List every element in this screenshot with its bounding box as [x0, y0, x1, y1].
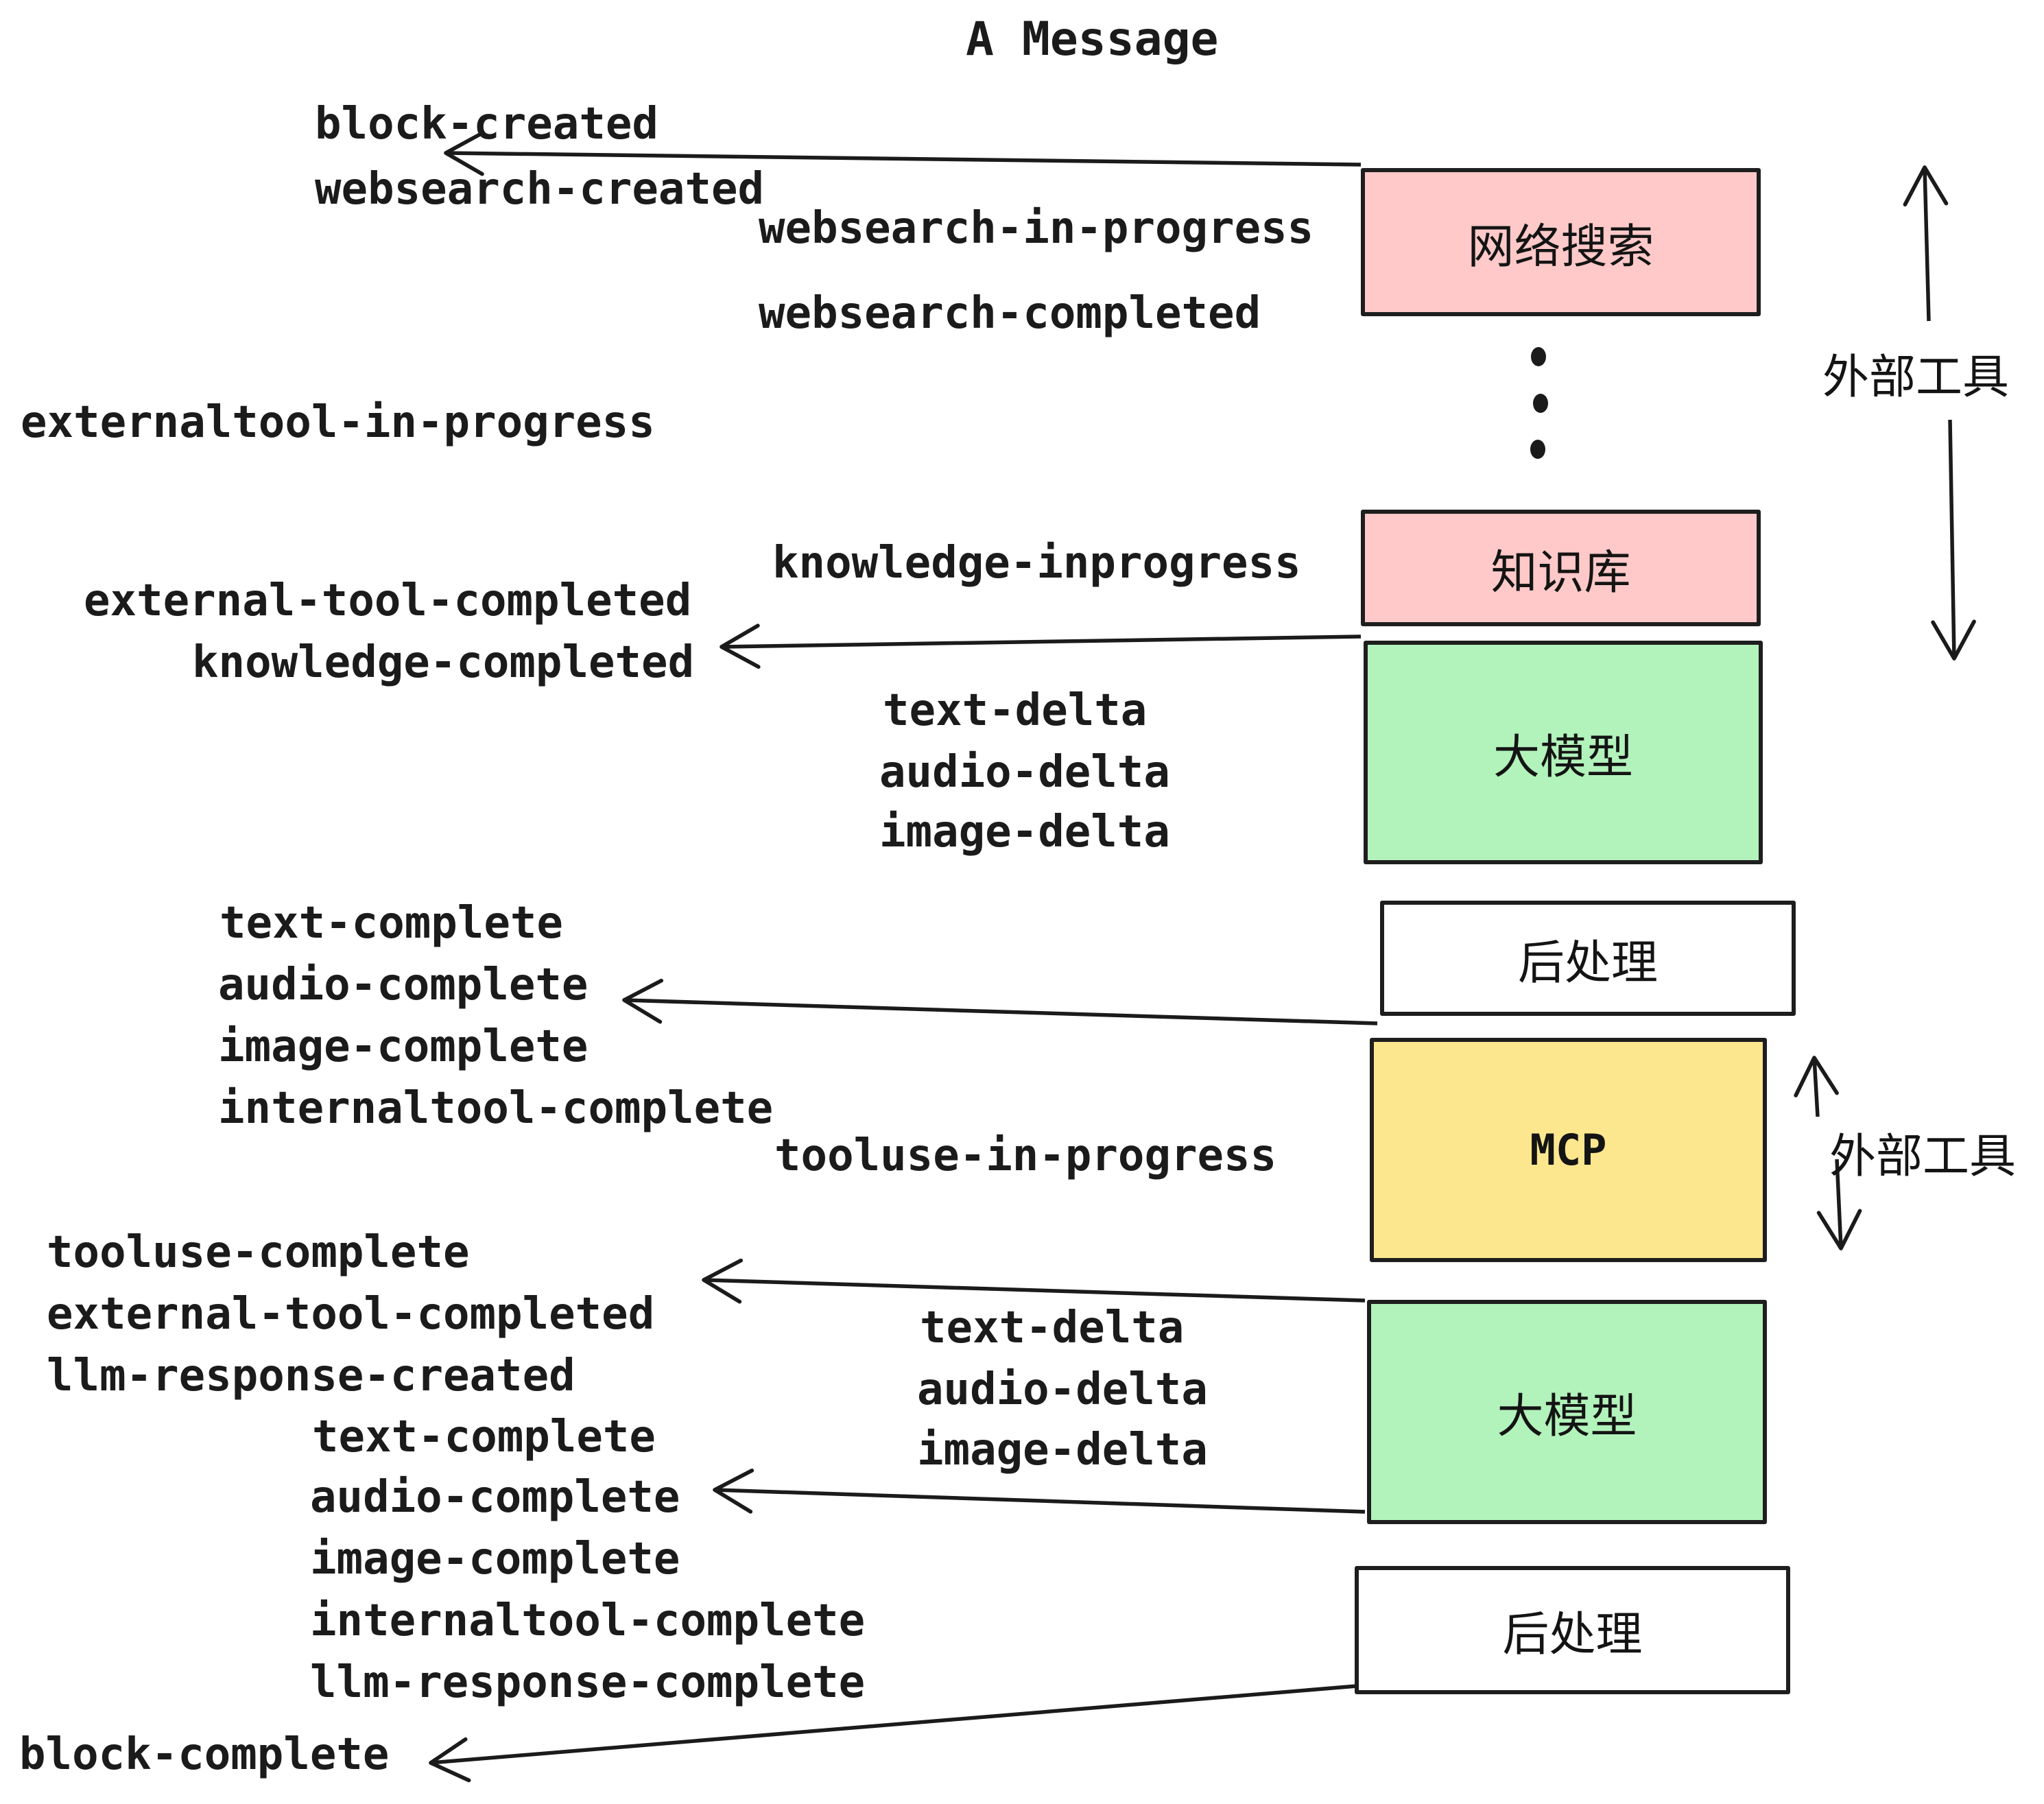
knowledge-base-box-label: 知识库	[1490, 545, 1631, 600]
event-image-delta-1: image-delta	[879, 807, 1170, 857]
event-image-delta-2: image-delta	[917, 1425, 1208, 1475]
event-image-complete-1: image-complete	[218, 1021, 589, 1072]
event-knowledge-completed: knowledge-completed	[192, 637, 695, 688]
arrow-to-websearch-created	[444, 130, 1362, 176]
llm-box-2-label: 大模型	[1497, 1390, 1637, 1444]
event-external-tool-completed-1: external-tool-completed	[84, 575, 692, 626]
event-websearch-in-progress: websearch-in-progress	[759, 203, 1314, 254]
event-externaltool-in-progress: externaltool-in-progress	[21, 397, 655, 448]
event-websearch-completed: websearch-completed	[759, 288, 1261, 339]
event-text-delta-2: text-delta	[920, 1303, 1185, 1353]
llm-box-1: 大模型	[1364, 641, 1763, 864]
event-websearch-created: websearch-created	[315, 164, 765, 215]
websearch-box-label: 网络搜索	[1467, 219, 1654, 274]
post-processing-box-2: 后处理	[1355, 1566, 1790, 1694]
post-processing-box-1: 后处理	[1380, 901, 1796, 1016]
arrow-to-tooluse-complete	[702, 1258, 1366, 1304]
event-text-complete-2: text-complete	[312, 1412, 656, 1462]
llm-box-1-label: 大模型	[1493, 730, 1633, 785]
event-text-complete-1: text-complete	[219, 898, 563, 949]
knowledge-base-box: 知识库	[1361, 510, 1761, 626]
external-tools-label-top: 外部工具	[1822, 351, 2010, 405]
external-tools-label-bottom: 外部工具	[1829, 1130, 2017, 1184]
external-tools-up-arrow-2	[1794, 1056, 1839, 1117]
websearch-box: 网络搜索	[1361, 168, 1761, 316]
external-tools-down-arrow-1	[1931, 419, 1976, 661]
event-internaltool-complete-1: internaltool-complete	[218, 1083, 774, 1134]
post-processing-box-2-label: 后处理	[1502, 1608, 1643, 1662]
event-external-tool-completed-2: external-tool-completed	[47, 1289, 655, 1340]
arrow-to-audio-complete	[713, 1468, 1366, 1514]
event-text-delta-1: text-delta	[883, 685, 1148, 736]
mcp-box: MCP	[1370, 1038, 1767, 1262]
diagram-title: A Message	[966, 12, 1219, 67]
llm-box-2: 大模型	[1367, 1300, 1767, 1524]
event-llm-response-created: llm-response-created	[47, 1351, 575, 1401]
arrow-to-image-complete	[622, 978, 1378, 1025]
event-internaltool-complete-2: internaltool-complete	[310, 1595, 866, 1646]
event-block-complete: block-complete	[19, 1729, 390, 1780]
event-audio-complete-1: audio-complete	[218, 960, 589, 1010]
arrow-to-knowledge-completed	[720, 624, 1362, 669]
event-tooluse-in-progress: tooluse-in-progress	[774, 1130, 1277, 1181]
mcp-box-label: MCP	[1530, 1125, 1607, 1175]
event-audio-delta-1: audio-delta	[879, 747, 1170, 798]
event-block-created: block-created	[315, 99, 658, 150]
ellipsis-dots	[1530, 347, 1548, 459]
event-image-complete-2: image-complete	[310, 1534, 680, 1585]
event-audio-delta-2: audio-delta	[917, 1364, 1208, 1415]
external-tools-up-arrow-1	[1903, 165, 1949, 322]
event-knowledge-inprogress: knowledge-inprogress	[772, 538, 1301, 589]
event-audio-complete-2: audio-complete	[310, 1472, 680, 1523]
event-llm-response-complete: llm-response-complete	[310, 1657, 866, 1708]
event-tooluse-complete: tooluse-complete	[47, 1227, 470, 1278]
post-processing-box-1-label: 后处理	[1517, 936, 1658, 990]
